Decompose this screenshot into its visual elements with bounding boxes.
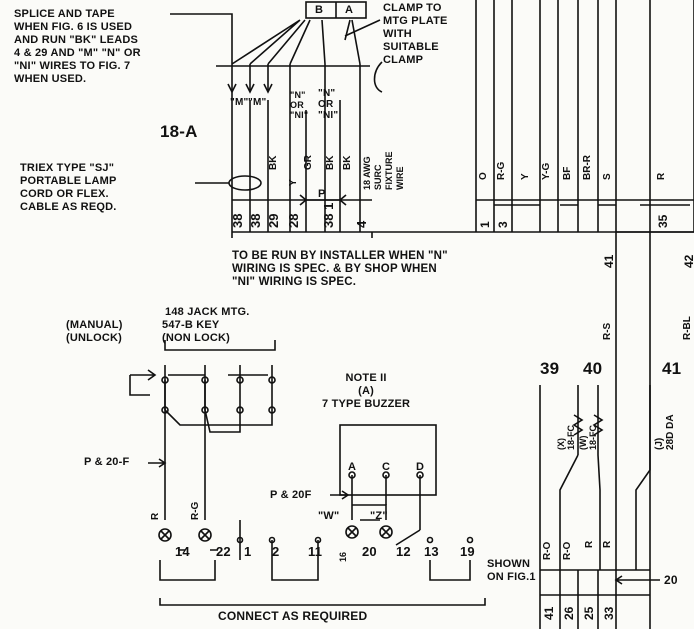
terminal-2: 2 [272, 544, 280, 559]
lead-r-g: R-G [190, 501, 201, 520]
wire-18awg-label: 18 AWG SURC FIXTURE WIRE [362, 151, 405, 190]
shown-label: SHOWN ON FIG.1 [487, 558, 536, 583]
col-r-g: R-G [496, 161, 507, 180]
col-r: R [656, 172, 667, 180]
terminal-40: 40 [583, 359, 603, 378]
terminal-16: 16 [338, 551, 348, 562]
arrow-20-label: 20 [664, 573, 678, 587]
bottom-num-41: 41 [542, 606, 556, 620]
clamp-note: CLAMP TO MTG PLATE WITH SUITABLE CLAMP [383, 2, 448, 66]
wire-r-1: R [584, 540, 595, 548]
col-y: Y [520, 173, 531, 180]
col-num-35: 35 [656, 214, 670, 228]
cable-38-1: 38 1 [321, 202, 336, 228]
wire-gr: GR [303, 155, 314, 170]
buzzer-d-label: D [416, 461, 425, 473]
key-label: 547-B KEY (NON LOCK) [162, 319, 230, 344]
col-o: O [478, 172, 489, 180]
triex-note: TRIEX TYPE "SJ" PORTABLE LAMP CORD OR FL… [20, 162, 117, 213]
col-num-41: 41 [602, 254, 616, 268]
wire-bk-3: BK [342, 155, 353, 170]
cable-38-a: 38 [230, 213, 245, 228]
terminal-22: 22 [216, 544, 231, 559]
col-s: S [602, 173, 613, 180]
wire-w-18fc: (W) 18-FC [578, 424, 598, 450]
p-label: P [318, 188, 326, 200]
box-a-label: A [345, 4, 354, 16]
col-num-1: 1 [478, 221, 492, 228]
wire-bk-2: BK [325, 155, 336, 170]
bottom-num-26: 26 [562, 606, 576, 620]
buzzer-a-label: A [348, 461, 357, 473]
cable-29: 29 [266, 213, 281, 228]
terminal-41: 41 [662, 359, 682, 378]
wire-y: Y [288, 179, 299, 186]
terminal-39: 39 [540, 359, 560, 378]
connect-label: CONNECT AS REQUIRED [218, 609, 368, 623]
terminal-13: 13 [424, 544, 439, 559]
n-or-ni-label: "N" OR "NI" [290, 90, 309, 120]
terminal-20: 20 [362, 544, 377, 559]
fig-18a-label: 18-A [160, 122, 198, 141]
n-or-ni-label-2: "N" OR "NI" [318, 88, 339, 121]
m-lead-label: "M" [230, 97, 249, 108]
splice-note: SPLICE AND TAPE WHEN FIG. 6 IS USED AND … [14, 8, 141, 85]
installer-note: TO BE RUN BY INSTALLER WHEN "N" WIRING I… [232, 250, 448, 288]
cable-28: 28 [286, 213, 301, 228]
bottom-num-33: 33 [602, 606, 616, 620]
col-bf: BF [562, 166, 573, 180]
cable-38-b: 38 [248, 213, 263, 228]
manual-label: (MANUAL) (UNLOCK) [66, 319, 123, 344]
wire-r-o-1: R-O [542, 541, 553, 560]
terminal-19: 19 [460, 544, 475, 559]
col-br-r: BR-R [582, 155, 593, 180]
pb20f-left-label: P & 20-F [84, 456, 130, 468]
col-r-s: R-S [602, 322, 613, 340]
pb20f-mid-label: P & 20F [270, 489, 312, 501]
terminal-1: 1 [244, 544, 252, 559]
cable-4: 4 [354, 220, 369, 228]
col-num-42: 42 [682, 254, 694, 268]
wire-r-2: R [602, 540, 613, 548]
buzzer-c-label: C [382, 461, 391, 473]
wire-j-28dda: (J) 28D DA [654, 414, 676, 450]
terminal-12: 12 [396, 544, 411, 559]
terminal-14: 14 [175, 544, 190, 559]
lead-r: R [150, 512, 161, 520]
wire-bk-1: BK [268, 155, 279, 170]
box-b-label: B [315, 4, 324, 16]
bottom-num-25: 25 [582, 606, 596, 620]
col-num-3: 3 [496, 221, 510, 228]
note11-label: NOTE II (A) 7 TYPE BUZZER [322, 372, 411, 410]
col-y-g: Y-G [541, 162, 552, 180]
z-lead-label: "Z" [370, 510, 388, 522]
buzzer-box [339, 424, 437, 496]
terminal-11: 11 [308, 544, 323, 559]
wire-r-o-2: R-O [562, 541, 573, 560]
col-r-bl: R-BL [682, 316, 693, 340]
jack-mtg-label: 148 JACK MTG. [165, 306, 250, 318]
w-lead-label: "W" [318, 510, 340, 522]
m-lead-label-2: "M" [248, 97, 267, 108]
wire-x-18fc: (X) 18-FC [556, 424, 576, 450]
